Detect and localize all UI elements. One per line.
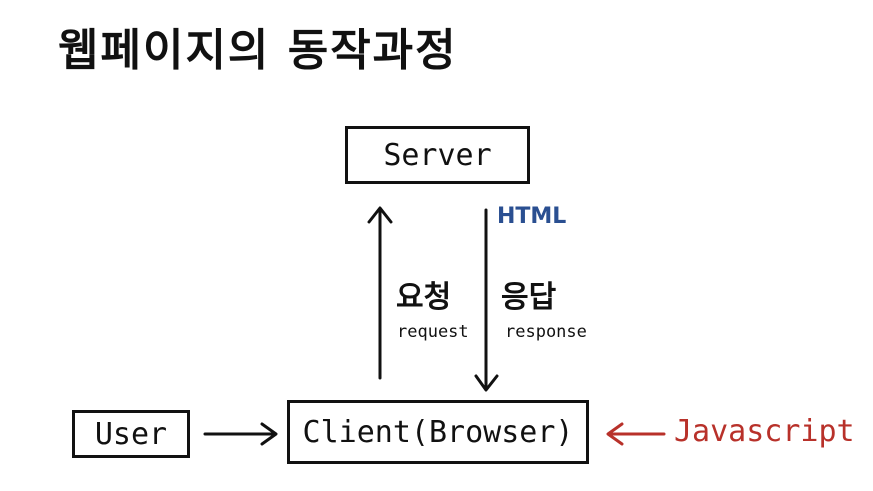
javascript-label: Javascript bbox=[674, 414, 855, 449]
page-title: 웹페이지의 동작과정 bbox=[58, 25, 458, 76]
server-node: Server bbox=[345, 126, 530, 184]
response-arrow bbox=[474, 208, 499, 392]
user-to-client-arrow bbox=[203, 422, 278, 446]
client-node: Client(Browser) bbox=[287, 400, 589, 464]
request-label: 요청 bbox=[396, 280, 452, 315]
response-sublabel: response bbox=[505, 322, 587, 342]
response-label: 응답 bbox=[501, 280, 557, 315]
user-node: User bbox=[72, 410, 190, 458]
request-arrow bbox=[367, 206, 393, 380]
html-label: HTML bbox=[497, 204, 567, 229]
request-sublabel: request bbox=[397, 322, 469, 342]
javascript-arrow bbox=[606, 422, 666, 446]
